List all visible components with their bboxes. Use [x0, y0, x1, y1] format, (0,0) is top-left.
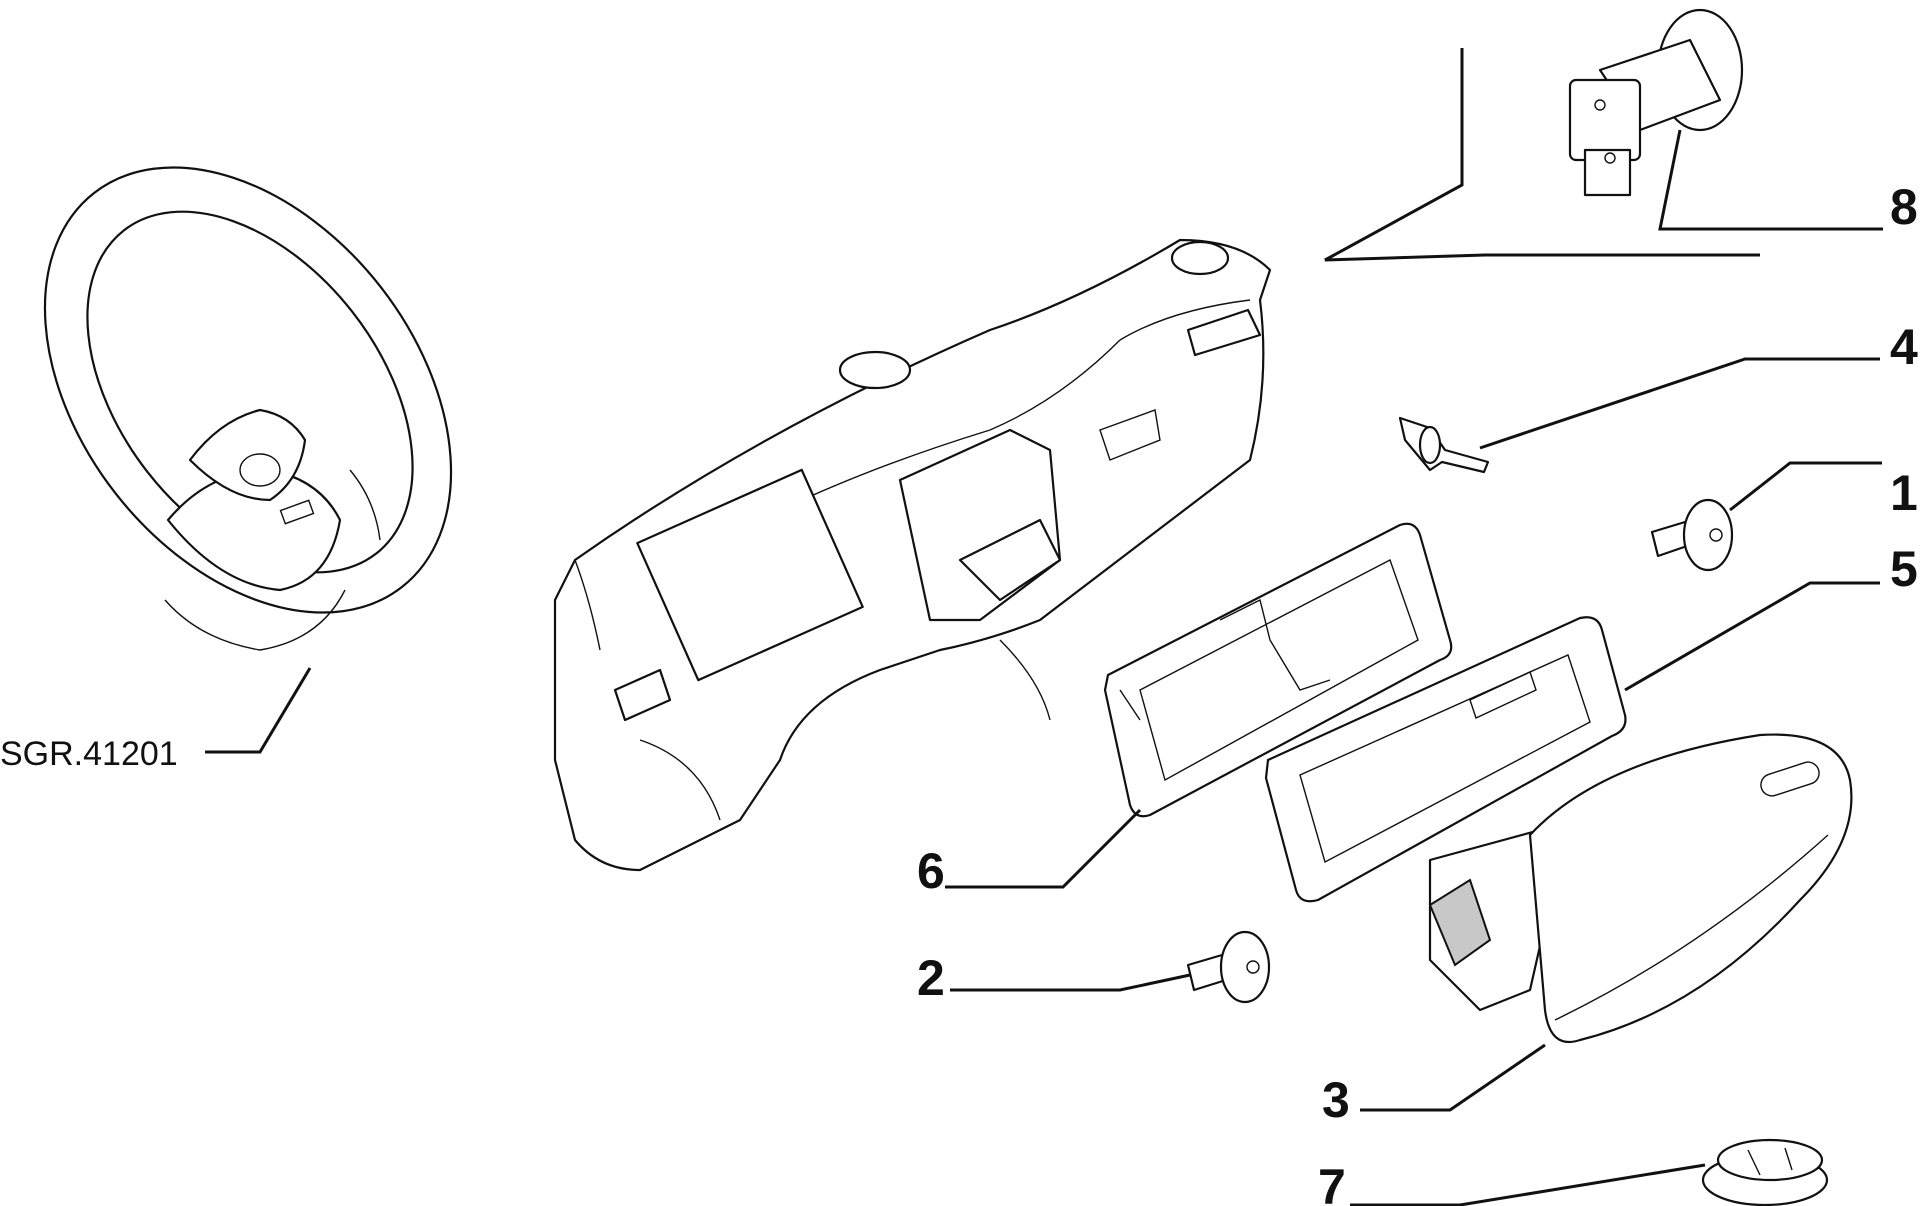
- callout-number-7: 7: [1318, 1159, 1346, 1206]
- callout-number-8: 8: [1890, 179, 1918, 235]
- callout-number-4: 4: [1890, 319, 1918, 375]
- cap-icon: [1701, 1138, 1829, 1206]
- steering-wheel-icon: [43, 166, 453, 651]
- leader-lines: [205, 48, 1883, 1206]
- reference-label: SGR.41201: [0, 735, 178, 773]
- callout-number-5: 5: [1890, 541, 1918, 597]
- callout-number-2: 2: [917, 950, 945, 1006]
- clip-icon: [1398, 416, 1490, 474]
- dashboard-icon: [553, 238, 1272, 872]
- airbag-module-icon: [1428, 733, 1853, 1043]
- screw-icon: [1650, 498, 1734, 572]
- callout-number-3: 3: [1322, 1072, 1350, 1128]
- frame-icon: [1264, 616, 1627, 903]
- callout-number-1: 1: [1890, 465, 1918, 521]
- screw-icon: [1186, 930, 1271, 1004]
- switch-icon: [1568, 8, 1744, 197]
- callout-number-6: 6: [917, 843, 945, 899]
